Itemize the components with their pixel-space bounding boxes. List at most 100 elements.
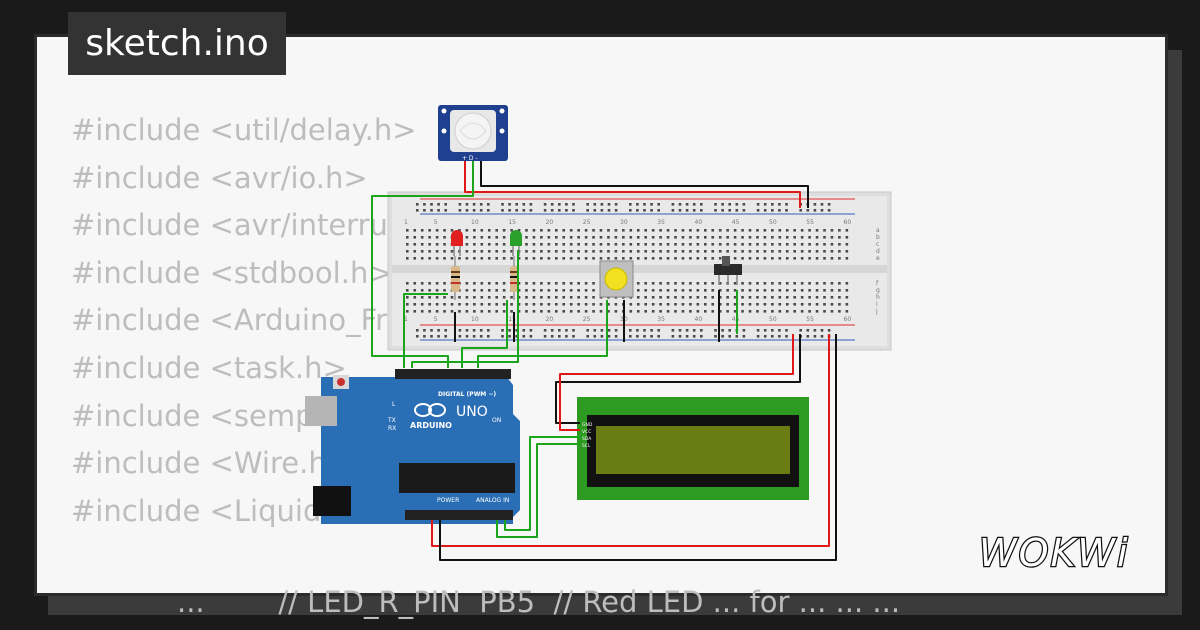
breadboard-hole xyxy=(771,203,774,206)
file-name-tab[interactable]: sketch.ino xyxy=(68,12,286,75)
breadboard-hole xyxy=(785,243,789,246)
breadboard-hole xyxy=(437,329,440,332)
breadboard-column-number: 1 xyxy=(404,316,408,323)
breadboard-hole xyxy=(569,310,573,313)
breadboard-hole xyxy=(430,203,433,206)
breadboard-row-letter: g xyxy=(876,287,880,294)
breadboard-hole xyxy=(555,250,558,253)
breadboard-hole xyxy=(458,329,462,332)
breadboard-hole xyxy=(508,335,511,338)
breadboard-hole xyxy=(696,296,700,299)
breadboard-hole xyxy=(450,296,454,299)
breadboard-hole xyxy=(650,203,653,206)
breadboard-hole xyxy=(778,289,782,292)
breadboard-hole xyxy=(771,335,774,338)
breadboard-hole xyxy=(592,236,595,239)
breadboard[interactable]: 1155101015152020252530303535404045455050… xyxy=(387,191,892,351)
breadboard-hole xyxy=(651,229,655,232)
breadboard-hole xyxy=(614,303,618,306)
breadboard-hole xyxy=(650,335,653,338)
breadboard-hole xyxy=(569,289,573,292)
breadboard-hole xyxy=(600,203,604,206)
breadboard-hole xyxy=(517,229,521,232)
breadboard-hole xyxy=(465,243,469,246)
arduino-uno-board[interactable]: DIGITAL (PWM ~) UNO ARDUINO ON TX RX L P… xyxy=(305,369,520,524)
breadboard-hole xyxy=(416,335,419,338)
breadboard-hole xyxy=(704,250,707,253)
breadboard-hole xyxy=(678,203,682,206)
breadboard-hole xyxy=(543,209,547,212)
slide-switch[interactable] xyxy=(714,256,742,285)
breadboard-hole xyxy=(741,296,744,299)
breadboard-hole xyxy=(435,303,439,306)
breadboard-hole xyxy=(644,243,647,246)
breadboard-hole xyxy=(562,289,566,292)
wire-pir-gnd xyxy=(480,161,809,208)
breadboard-hole xyxy=(651,310,655,313)
breadboard-hole xyxy=(671,209,675,212)
breadboard-hole xyxy=(726,296,729,299)
breadboard-hole xyxy=(586,209,589,212)
breadboard-hole xyxy=(443,229,446,232)
breadboard-hole xyxy=(838,296,841,299)
breadboard-hole xyxy=(721,329,724,332)
breadboard-hole xyxy=(572,329,575,332)
resistor-green-led[interactable] xyxy=(510,256,519,300)
breadboard-hole xyxy=(487,209,490,212)
breadboard-hole xyxy=(735,335,739,338)
breadboard-hole xyxy=(479,209,483,212)
breadboard-hole xyxy=(718,296,722,299)
breadboard-hole xyxy=(472,209,476,212)
breadboard-hole xyxy=(428,303,431,306)
code-line-partial: ... // LED_R_PIN PB5 // Red LED ... for … xyxy=(177,585,901,619)
breadboard-hole xyxy=(607,236,610,239)
breadboard-hole xyxy=(799,329,802,332)
breadboard-hole xyxy=(508,329,511,332)
breadboard-hole xyxy=(430,329,433,332)
lcd-display[interactable]: GND VCC SDA SCL xyxy=(577,397,809,500)
breadboard-hole xyxy=(584,296,588,299)
breadboard-hole xyxy=(525,310,528,313)
breadboard-hole xyxy=(666,257,670,260)
breadboard-hole xyxy=(748,229,752,232)
breadboard-hole xyxy=(636,257,640,260)
breadboard-hole xyxy=(522,203,526,206)
breadboard-hole xyxy=(771,257,774,260)
lcd-pin-sda: SDA xyxy=(582,436,592,442)
breadboard-hole xyxy=(569,250,573,253)
breadboard-hole xyxy=(532,229,536,232)
resistor-red-led[interactable] xyxy=(451,256,460,300)
breadboard-hole xyxy=(808,296,811,299)
breadboard-hole xyxy=(584,289,588,292)
breadboard-hole xyxy=(428,250,431,253)
red-led[interactable] xyxy=(451,230,463,256)
breadboard-hole xyxy=(465,289,469,292)
breadboard-hole xyxy=(845,229,849,232)
breadboard-hole xyxy=(800,250,804,253)
breadboard-hole xyxy=(443,250,446,253)
breadboard-hole xyxy=(808,243,811,246)
breadboard-hole xyxy=(726,243,729,246)
breadboard-hole xyxy=(800,229,804,232)
breadboard-hole xyxy=(593,335,597,338)
breadboard-hole xyxy=(763,229,767,232)
breadboard-hole xyxy=(815,289,819,292)
breadboard-hole xyxy=(800,282,804,285)
breadboard-hole xyxy=(547,229,551,232)
breadboard-hole xyxy=(532,236,536,239)
breadboard-hole xyxy=(806,329,810,332)
breadboard-hole xyxy=(696,303,700,306)
breadboard-hole xyxy=(413,289,417,292)
breadboard-hole xyxy=(495,257,498,260)
breadboard-hole xyxy=(685,329,689,332)
breadboard-hole xyxy=(413,310,417,313)
push-button[interactable] xyxy=(599,260,634,298)
breadboard-hole xyxy=(721,203,724,206)
breadboard-hole xyxy=(435,257,439,260)
pir-sensor[interactable]: + D - xyxy=(438,105,508,162)
breadboard-hole xyxy=(838,243,841,246)
breadboard-hole xyxy=(830,229,834,232)
breadboard-hole xyxy=(800,310,804,313)
breadboard-hole xyxy=(479,335,483,338)
breadboard-column-number: 5 xyxy=(434,316,438,323)
